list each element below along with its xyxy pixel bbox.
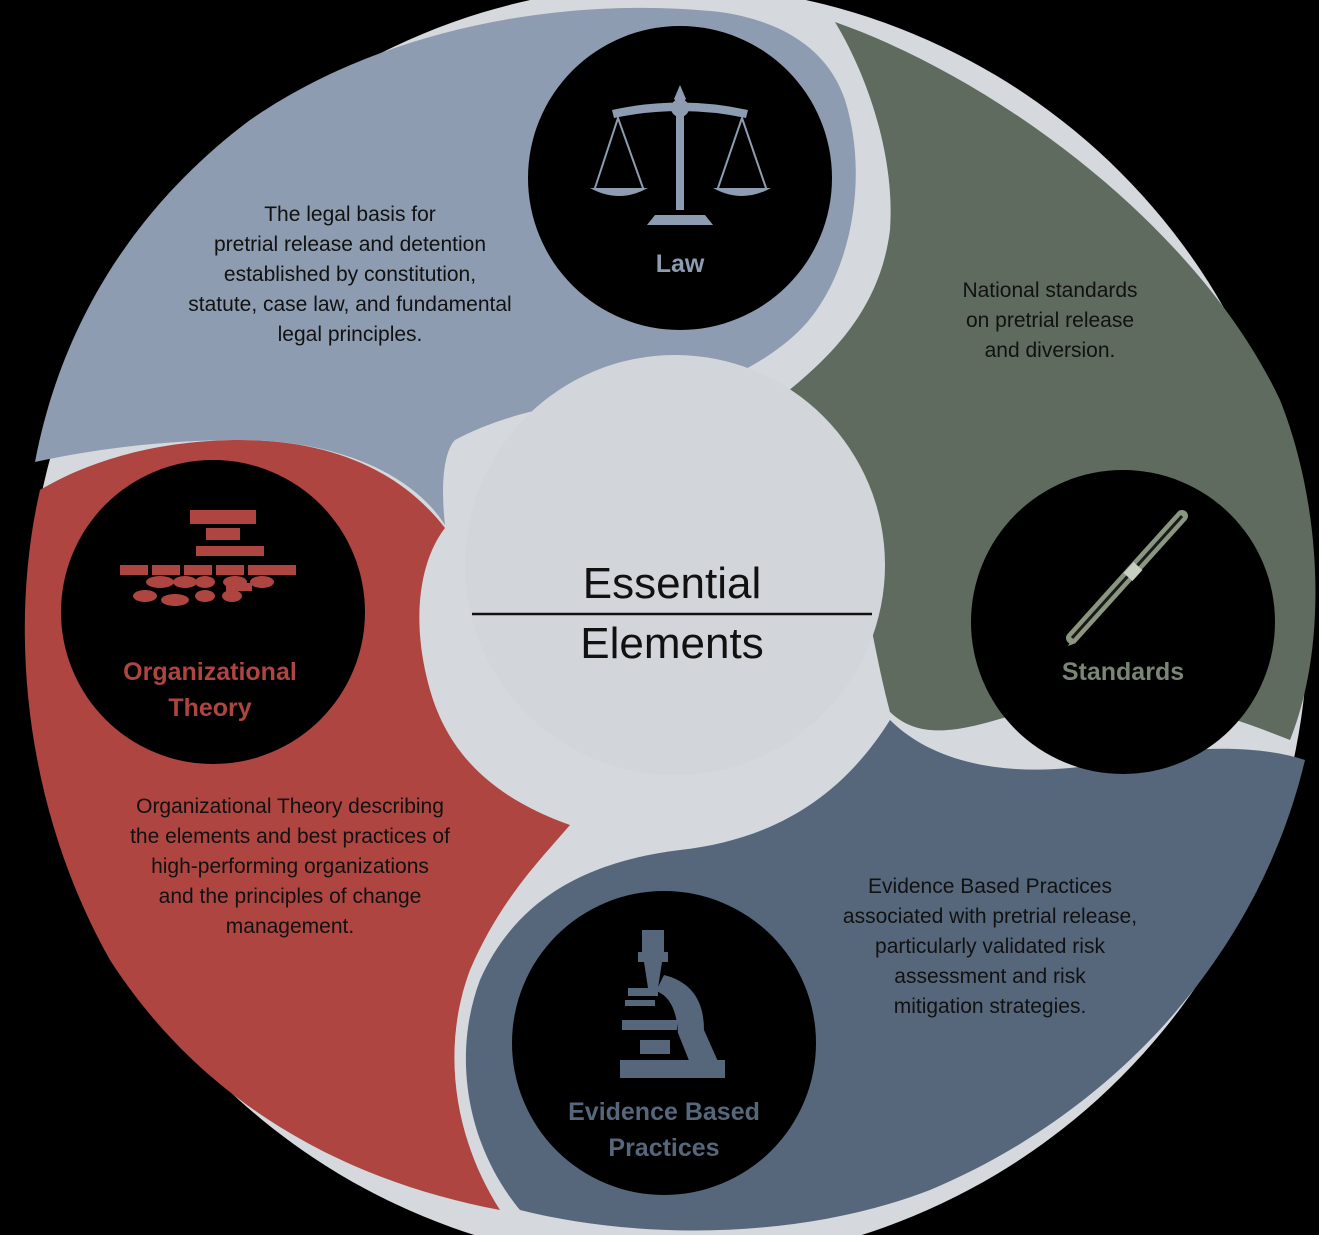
law-description-line: legal principles.	[277, 323, 423, 346]
standards-label: Standards	[1061, 658, 1185, 686]
org-description-line: management.	[225, 915, 355, 938]
org-label-line: Theory	[168, 694, 252, 722]
evidence-description-line: assessment and risk	[894, 965, 1086, 988]
standards-description-line: and diversion.	[984, 339, 1116, 362]
center-title-line2: Elements	[580, 619, 764, 668]
center-circle	[465, 355, 885, 775]
org-label: Organizational Theory	[80, 654, 340, 726]
law-description-line: The legal basis for	[264, 203, 436, 226]
org-chart-icon	[120, 510, 296, 606]
law-description-line: pretrial release and detention	[213, 233, 486, 256]
law-description-line: established by constitution,	[223, 263, 477, 286]
microscope-icon	[620, 930, 725, 1078]
evidence-description-line: particularly validated risk	[875, 935, 1105, 958]
scales-of-justice-icon	[590, 85, 771, 225]
org-description-line: the elements and best practices of	[130, 825, 450, 848]
law-description: The legal basis for pretrial release and…	[140, 200, 560, 350]
org-description-line: Organizational Theory describing	[136, 795, 444, 818]
org-label-line: Organizational	[123, 658, 297, 686]
org-description-line: and the principles of change	[158, 885, 422, 908]
standards-icon-circle	[971, 470, 1275, 774]
org-description: Organizational Theory describing the ele…	[80, 792, 500, 942]
evidence-description-line: associated with pretrial release,	[842, 905, 1138, 928]
standards-description-line: National standards	[962, 279, 1138, 302]
pen-icon	[1066, 510, 1188, 646]
evidence-description-line: mitigation strategies.	[893, 995, 1087, 1018]
evidence-label-line: Practices	[608, 1134, 720, 1162]
org-icon-circle	[61, 460, 365, 764]
law-description-line: statute, case law, and fundamental	[188, 293, 512, 316]
evidence-description: Evidence Based Practices associated with…	[800, 872, 1180, 1022]
evidence-label-line: Evidence Based	[568, 1098, 760, 1126]
evidence-description-line: Evidence Based Practices	[868, 875, 1112, 898]
law-label: Law	[655, 250, 705, 278]
org-description-line: high-performing organizations	[151, 855, 429, 878]
standards-description-line: on pretrial release	[965, 309, 1135, 332]
center-title-line1: Essential	[582, 559, 762, 608]
standards-description: National standards on pretrial release a…	[900, 276, 1200, 366]
evidence-label: Evidence Based Practices	[514, 1094, 814, 1166]
